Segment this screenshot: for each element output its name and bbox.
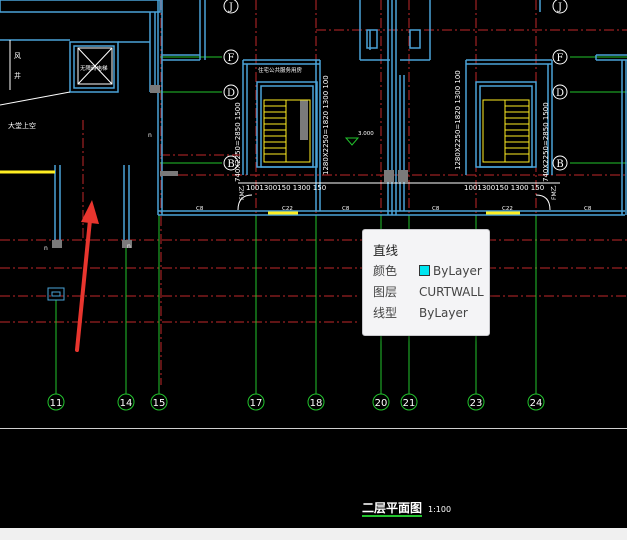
dimension-label: 1001300150 1300 150: [246, 184, 326, 192]
tooltip-value: CURTWALL: [419, 285, 484, 299]
axis-label-side: B: [227, 159, 234, 170]
stairs: [0, 47, 551, 215]
axis-label-side: D: [227, 88, 235, 99]
axis-label-bottom: 15: [153, 398, 166, 409]
window-label: C8: [584, 206, 592, 212]
room-label-lobby: 大堂上空: [8, 121, 36, 130]
stair-dimension: 1280X2250=1820 1300 100: [454, 70, 462, 170]
door-label: FM乙: [239, 185, 246, 200]
axis-label-bottom: 11: [50, 398, 63, 409]
misc-label: n: [127, 243, 131, 250]
tooltip-value: ByLayer: [419, 306, 468, 320]
viewport-divider: [0, 428, 627, 429]
stair-dimension: 740X2250=2850 1500: [542, 102, 550, 182]
stair-dimension: 740X2250=2850 1500: [234, 102, 242, 182]
misc-label: n: [44, 245, 48, 252]
room-label-elevator: 无障碍电梯: [80, 64, 108, 72]
axis-bubbles-side: J F D B J F D B: [223, 0, 568, 171]
axis-bubbles-bottom: 11 14 15 17 18 20 21 23 24: [47, 393, 545, 411]
axis-label-side: B: [556, 159, 563, 170]
drawing-title: 二层平面图: [362, 501, 422, 515]
axis-label-bottom: 24: [530, 398, 543, 409]
detail-lines: [0, 40, 560, 301]
window-label: C22: [502, 206, 513, 212]
color-swatch-icon: [419, 265, 430, 276]
axis-label-bottom: 21: [403, 398, 416, 409]
red-arrow-icon: [75, 200, 99, 352]
misc-label: 风: [14, 52, 21, 60]
tooltip-key: 图层: [373, 285, 398, 299]
walls: [0, 0, 627, 245]
stair-dimension: 1280X2250=1820 1300 100: [322, 75, 330, 175]
axis-label-bottom: 14: [120, 398, 133, 409]
axis-label-side: J: [557, 2, 562, 13]
drawing-scale: 1:100: [428, 505, 451, 514]
elevation-triangle-icon: [344, 137, 360, 146]
tooltip-title: 直线: [373, 243, 399, 258]
window-label: C22: [282, 206, 293, 212]
axis-label-bottom: 17: [250, 398, 263, 409]
door-label: FM乙: [551, 185, 558, 200]
axis-label-bottom: 20: [375, 398, 388, 409]
axis-label-side: J: [228, 2, 233, 13]
annotations: 大堂上空 无障碍电梯 住宅公共服务用房 3.000 风 井 n n n C8 C…: [8, 52, 592, 252]
tooltip-key: 颜色: [373, 264, 398, 278]
tooltip-value: ByLayer: [419, 263, 482, 279]
axis-label-bottom: 18: [310, 398, 323, 409]
axis-label-side: F: [228, 53, 235, 64]
axis-label-side: F: [557, 53, 564, 64]
room-label-stair: 住宅公共服务用房: [258, 66, 303, 74]
elevation-mark: 3.000: [358, 131, 374, 137]
axis-label-side: D: [556, 88, 564, 99]
object-properties-tooltip: 直线 颜色 ByLayer 图层 CURTWALL 线型 ByLayer: [362, 229, 490, 336]
dimension-label: 1001300150 1300 150: [464, 184, 544, 192]
tooltip-key: 线型: [373, 306, 398, 320]
window-label: C8: [432, 206, 440, 212]
status-bar: [0, 528, 627, 540]
window-label: C8: [342, 206, 350, 212]
misc-label: 井: [14, 71, 21, 80]
column-blocks: [52, 85, 408, 248]
misc-label: n: [148, 132, 152, 139]
window-label: C8: [196, 206, 204, 212]
tooltip-value-text: ByLayer: [433, 264, 482, 278]
axis-label-bottom: 23: [470, 398, 483, 409]
